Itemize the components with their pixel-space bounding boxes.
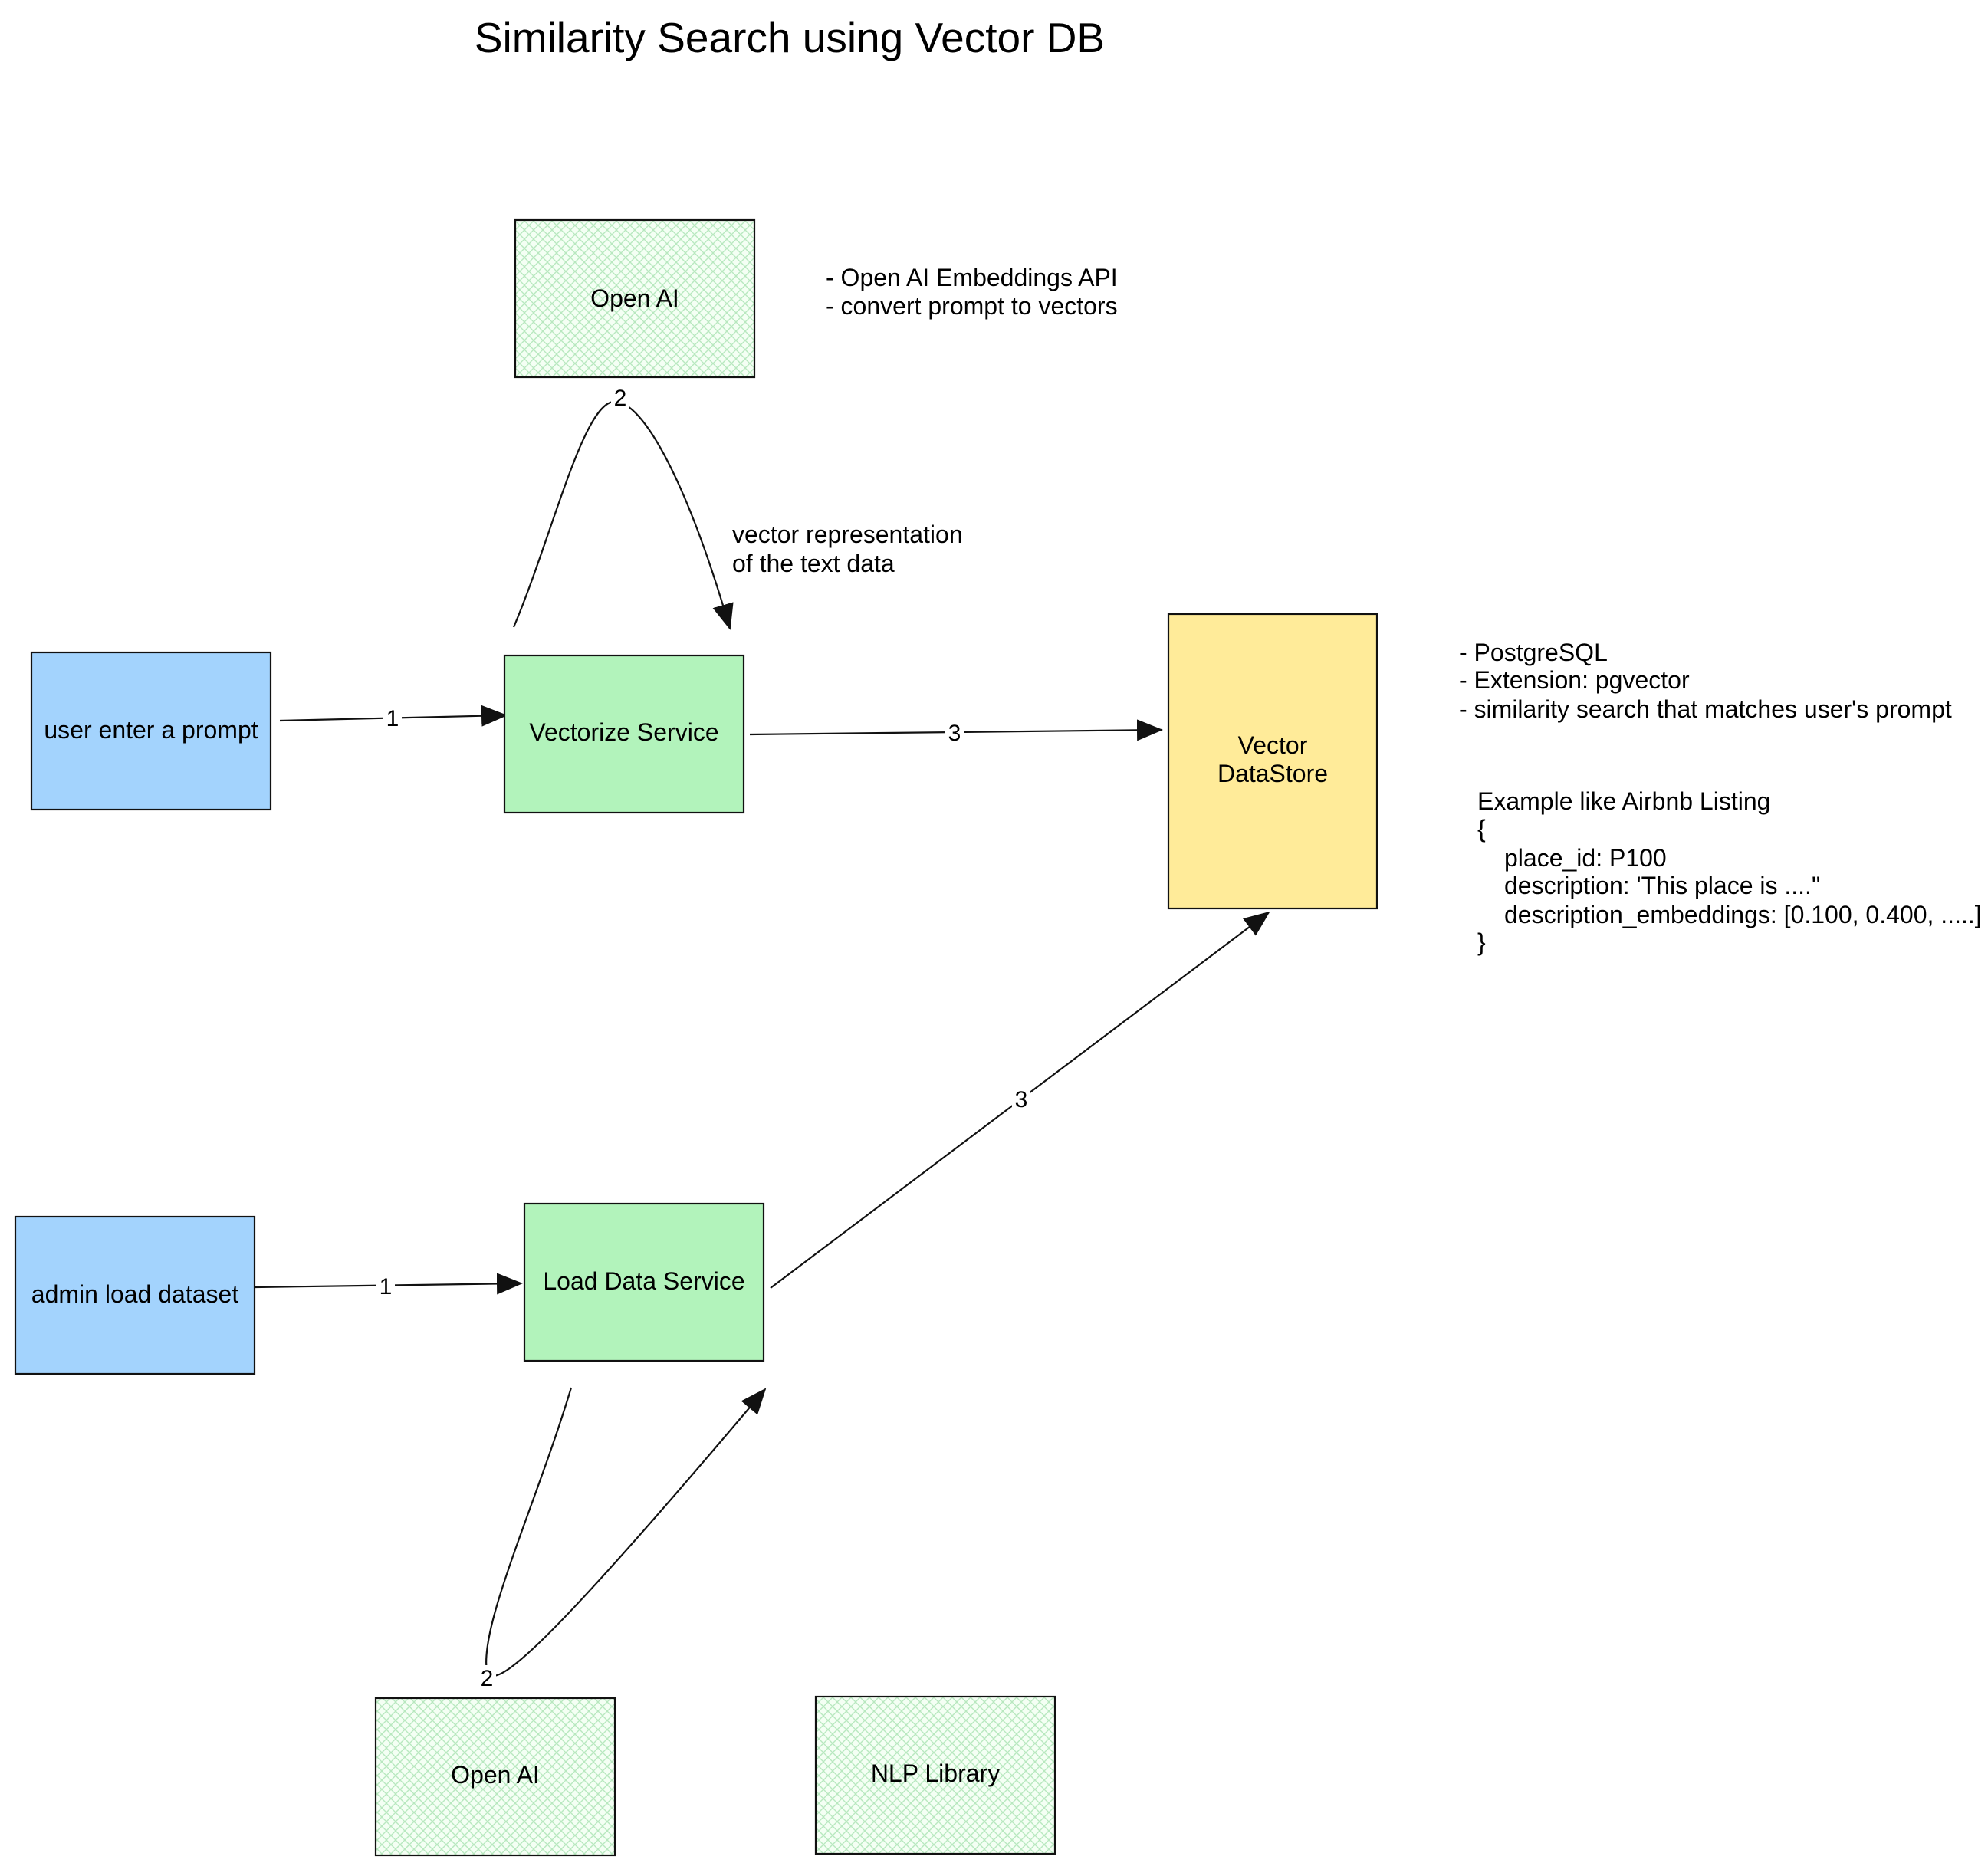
edges	[255, 400, 1270, 1677]
edge-label-load-openai: 2	[481, 1666, 494, 1691]
box-label-line-1: Vector	[1238, 731, 1308, 759]
edge-load-openai-loop	[485, 1387, 767, 1677]
box-vectorize-service[interactable]: Vectorize Service	[503, 654, 745, 814]
note-line: description: 'This place is ...."	[1504, 872, 1820, 899]
note-vector-representation: vector representation of the text data	[732, 521, 963, 577]
box-openai-top[interactable]: Open AI	[514, 219, 756, 379]
box-load-data-service[interactable]: Load Data Service	[523, 1202, 765, 1362]
box-label: user enter a prompt	[44, 716, 258, 744]
note-line: - convert prompt to vectors	[826, 292, 1118, 320]
note-line: - PostgreSQL	[1459, 639, 1608, 666]
note-line: of the text data	[732, 550, 895, 577]
diagram-title: Similarity Search using Vector DB	[475, 14, 1105, 61]
note-line: {	[1477, 815, 1486, 843]
note-openai: - Open AI Embeddings API - convert promp…	[826, 264, 1118, 320]
note-line: }	[1477, 928, 1486, 956]
edge-label-load-to-store: 3	[1015, 1087, 1028, 1112]
note-example-listing: Example like Airbnb Listing { place_id: …	[1477, 787, 1982, 956]
note-line: Example like Airbnb Listing	[1477, 787, 1770, 815]
note-postgres: - PostgreSQL - Extension: pgvector - sim…	[1459, 639, 1952, 723]
box-user-prompt[interactable]: user enter a prompt	[30, 651, 272, 811]
box-label: Load Data Service	[543, 1267, 744, 1295]
note-line: description_embeddings: [0.100, 0.400, .…	[1504, 901, 1982, 928]
note-line: vector representation	[732, 521, 963, 548]
box-admin-load[interactable]: admin load dataset	[14, 1215, 256, 1375]
box-label: Vectorize Service	[529, 718, 718, 746]
note-line: - Extension: pgvector	[1459, 666, 1690, 694]
note-line: - similarity search that matches user's …	[1459, 695, 1952, 723]
edge-label-vectorize-openai: 2	[614, 386, 627, 411]
edge-labels: 1 2 3 1 3 2	[376, 385, 1030, 1691]
box-label: NLP Library	[871, 1760, 1000, 1787]
edge-label-admin-to-load: 1	[380, 1274, 393, 1300]
box-vector-datastore[interactable]: Vector DataStore	[1167, 613, 1378, 910]
edge-label-vectorize-to-store: 3	[948, 721, 961, 746]
box-nlp-library[interactable]: NLP Library	[814, 1695, 1056, 1855]
box-label: Open AI	[590, 284, 679, 312]
box-label: admin load dataset	[31, 1280, 239, 1308]
note-line: - Open AI Embeddings API	[826, 264, 1118, 291]
box-label-line-2: DataStore	[1217, 760, 1328, 787]
edge-vectorize-openai-loop	[512, 400, 734, 630]
box-label: Open AI	[451, 1761, 540, 1789]
box-openai-bottom[interactable]: Open AI	[374, 1697, 616, 1857]
note-line: place_id: P100	[1504, 844, 1667, 872]
edge-label-user-to-vectorize: 1	[386, 706, 399, 731]
